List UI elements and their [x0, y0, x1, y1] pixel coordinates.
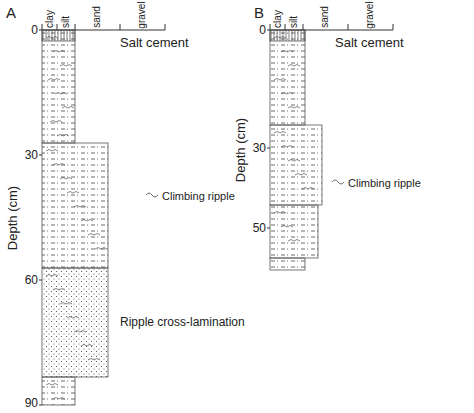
- structure-label: Climbing ripple: [348, 178, 421, 189]
- unit-label: Salt cement: [335, 36, 404, 49]
- grain-size-header: gravel: [365, 1, 375, 28]
- panel-letter: B: [254, 5, 264, 20]
- structure-label: Ripple cross-lamination: [120, 316, 245, 328]
- grain-size-header: sand: [320, 6, 330, 28]
- grain-size-header: clay: [273, 10, 283, 28]
- ripple-symbol: [146, 193, 158, 197]
- grain-size-header: silt: [289, 16, 299, 28]
- depth-tick: 50: [253, 222, 266, 234]
- structure-label: Climbing ripple: [162, 191, 235, 202]
- ripple-symbol: [332, 180, 344, 184]
- log-column: [267, 24, 393, 270]
- grain-size-header: sand: [92, 6, 102, 28]
- grain-size-header: clay: [45, 10, 55, 28]
- axis-title: Depth (cm): [234, 118, 247, 182]
- depth-tick: 90: [25, 397, 38, 409]
- unit-label: Salt cement: [120, 36, 189, 49]
- panel-letter: A: [6, 5, 16, 20]
- axis-title: Depth (cm): [6, 186, 19, 250]
- depth-tick: 0: [259, 24, 266, 36]
- depth-tick: 30: [25, 149, 38, 161]
- grain-size-header: gravel: [137, 1, 147, 28]
- log-column: [39, 24, 165, 405]
- depth-tick: 60: [25, 274, 38, 286]
- depth-tick: 0: [31, 24, 38, 36]
- grain-size-header: silt: [61, 16, 71, 28]
- depth-tick: 30: [253, 142, 266, 154]
